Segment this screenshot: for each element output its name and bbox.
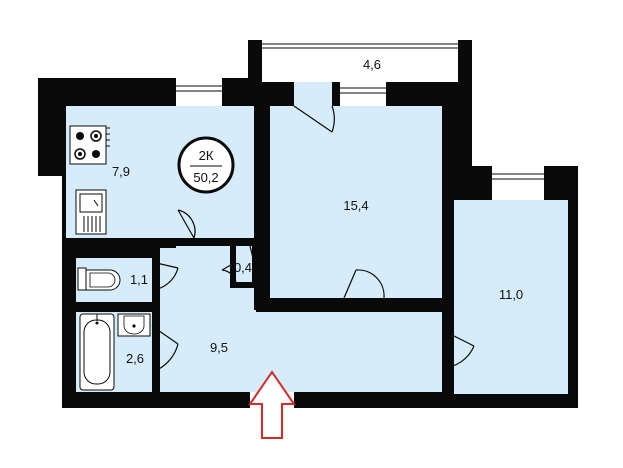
badge-room-count: 2К [199,148,214,163]
living-room-1-room [270,106,442,300]
washbasin-icon [117,313,151,337]
toilet-area-label: 1,1 [130,272,148,287]
closet-area-label: 0,4 [234,260,252,275]
stove-icon [69,125,110,165]
badge-total-area: 50,2 [193,170,218,185]
kitchen-area-label: 7,9 [112,164,130,179]
living-room-1-area-label: 15,4 [343,198,368,213]
toilet-icon [77,267,121,291]
bathroom-area-label: 2,6 [126,351,144,366]
living-room-2-room [454,200,568,394]
balcony-door [293,82,335,133]
entrance-arrow-icon [248,370,296,439]
living-room-2-area-label: 11,0 [499,287,523,302]
kitchen-sink-icon [75,189,107,235]
closet-room [232,244,252,284]
windows [176,78,544,200]
balcony-area-label: 4,6 [363,57,381,72]
balcony [248,40,472,82]
interior-walls [62,100,454,398]
bathtub-icon [79,313,115,391]
doors [151,209,475,373]
apartment-badge: 2К 50,2 [177,136,235,194]
room-area-labels: 4,6 7,9 15,4 11,0 0,4 1,1 2,6 9,5 [112,57,523,366]
hallway-area-label: 9,5 [210,340,228,355]
